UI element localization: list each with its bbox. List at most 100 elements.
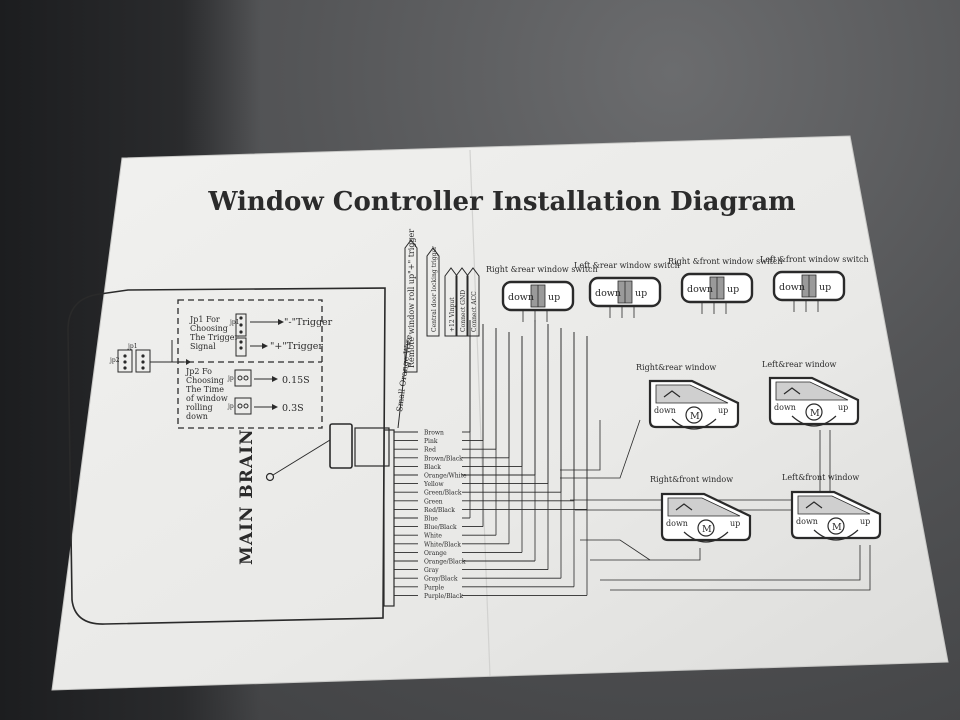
jp2-description: Jp2 Fo Choosing The Time of window rolli… xyxy=(185,367,228,421)
motor-m-label: M xyxy=(702,524,712,535)
wire-row: Orange xyxy=(394,336,523,557)
diagram-title: Window Controller Installation Diagram xyxy=(207,187,795,217)
svg-text:rolling: rolling xyxy=(186,403,213,412)
jumper-link-arrowhead xyxy=(186,359,191,365)
wire-label: Green xyxy=(424,498,443,505)
jp2-a-arrowhead xyxy=(272,376,278,382)
brain-jumper-header: jp2 jp1 xyxy=(109,343,151,373)
jp1-jumper-icon: jp1 xyxy=(229,313,247,357)
motor-label: Left&rear window xyxy=(762,360,837,369)
wire-label: Brown xyxy=(424,430,444,437)
svg-text:jp: jp xyxy=(227,403,234,410)
switch-label: Right &rear window switch xyxy=(486,265,598,274)
svg-text:Jp1 For: Jp1 For xyxy=(189,315,220,324)
wire-route xyxy=(560,420,601,471)
window-switch: Left &front window switch down up xyxy=(760,255,869,312)
wire-label: Gray/Black xyxy=(424,576,458,583)
motor-m-label: M xyxy=(832,522,842,533)
svg-text:of window: of window xyxy=(186,394,228,403)
wire-row: White xyxy=(394,328,497,540)
wire-label: Orange/Black xyxy=(424,559,466,566)
motor-m-label: M xyxy=(810,408,820,419)
wire-label: Green/Black xyxy=(424,490,462,497)
paper-fold xyxy=(469,149,491,677)
switch-down-label: down xyxy=(687,284,713,295)
wire-label: Blue xyxy=(424,516,438,523)
switch-down-label: down xyxy=(595,288,621,299)
svg-text:The Time: The Time xyxy=(186,385,224,394)
motor-label: Right&front window xyxy=(650,475,733,484)
wire-row: Blue/Black xyxy=(394,324,484,531)
wire-route xyxy=(580,539,651,561)
wire-label: Purple xyxy=(424,584,445,591)
motor-up-label: up xyxy=(860,517,870,526)
motor-down-label: down xyxy=(796,517,818,526)
motor-up-label: up xyxy=(718,406,728,415)
motor-up-label: up xyxy=(730,519,740,528)
jp1-pos-trigger: "+"Trigger xyxy=(270,341,323,352)
wire-label: Brown/Black xyxy=(424,455,463,462)
jp2-b-arrowhead xyxy=(272,404,278,410)
motor-down-label: down xyxy=(654,406,676,415)
trigger-12v-input: +12 Vinput xyxy=(444,267,458,337)
wire-label: Pink xyxy=(424,438,438,445)
wire-row: Purple xyxy=(394,332,575,591)
jumper-box xyxy=(177,299,323,429)
wire-label: Orange xyxy=(424,550,447,557)
svg-text:Choosing: Choosing xyxy=(190,324,228,333)
jp1-neg-arrowhead xyxy=(278,319,284,325)
switch-up-label: up xyxy=(727,284,739,295)
trigger-connect-gnd: Connect GND xyxy=(455,267,469,337)
wire-harness: BrownPinkRedBrown/BlackBlackOrange/White… xyxy=(394,320,871,600)
switch-label: Left &rear window switch xyxy=(574,261,680,270)
svg-text:Signal: Signal xyxy=(190,342,216,351)
window-switch: Right &front window switch down up xyxy=(668,257,783,314)
svg-text:jp: jp xyxy=(227,375,234,382)
trigger-connect-acc: Connect ACC xyxy=(466,267,480,337)
svg-text:+12 Vinput: +12 Vinput xyxy=(449,297,456,332)
motor-down-label: down xyxy=(774,403,796,412)
wire-route xyxy=(600,545,861,581)
wire-row: Blue xyxy=(394,320,471,523)
wire-label: Red/Black xyxy=(424,507,455,514)
motor-label: Right&rear window xyxy=(636,363,716,372)
wire-label: Gray xyxy=(424,567,439,574)
svg-text:jp2: jp2 xyxy=(109,357,120,364)
wire-row: Orange/Black xyxy=(394,320,536,566)
switch-up-label: up xyxy=(819,282,831,293)
svg-text:jp1: jp1 xyxy=(229,319,240,326)
switch-down-label: down xyxy=(779,282,805,293)
main-brain-pointer-line xyxy=(272,439,331,476)
wire-row: Purple/Black xyxy=(394,336,588,600)
switch-label: Left &front window switch xyxy=(760,255,869,264)
motor-up-label: up xyxy=(838,403,848,412)
switch-up-label: up xyxy=(635,288,647,299)
jp2-jumper-icon: jp jp xyxy=(227,369,252,415)
svg-text:down: down xyxy=(186,412,208,421)
jp1-pos-arrowhead xyxy=(262,343,268,349)
wire-label: Black xyxy=(424,464,441,471)
jp1-neg-trigger: "-"Trigger xyxy=(284,317,333,328)
wire-route xyxy=(610,545,871,591)
motor-label: Left&front window xyxy=(782,473,859,482)
wire-label: White/Black xyxy=(424,541,461,548)
switch-up-label: up xyxy=(548,292,560,303)
main-brain-pointer xyxy=(265,472,275,482)
window-switch: Left &rear window switch down up xyxy=(574,261,680,318)
svg-text:jp1: jp1 xyxy=(127,343,138,350)
switch-label: Right &front window switch xyxy=(668,257,783,266)
jp2-time-b: 0.3S xyxy=(282,403,304,414)
svg-text:Connect ACC: Connect ACC xyxy=(471,291,478,332)
wire-label: White xyxy=(424,533,442,540)
motor-m-label: M xyxy=(690,411,700,422)
wire-label: Orange/White xyxy=(424,473,467,480)
motor-down-label: down xyxy=(666,519,688,528)
svg-text:Choosing: Choosing xyxy=(186,376,224,385)
svg-text:The Trigger: The Trigger xyxy=(190,333,238,342)
wire-label: Red xyxy=(424,447,436,454)
wire-label: Yellow xyxy=(423,481,444,488)
